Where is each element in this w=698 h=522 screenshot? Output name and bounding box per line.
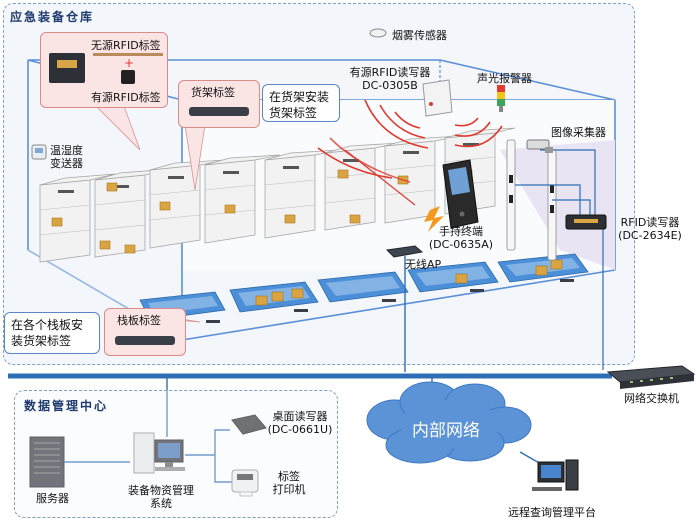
temp-humidity-line1: 温湿度 — [50, 144, 83, 157]
pallet-install-line1: 在各个栈板安 — [11, 318, 84, 332]
data-center-title: 数据管理中心 — [24, 399, 109, 413]
rfid-waves — [317, 99, 503, 183]
rfid-reader-name: RFID读写器 — [620, 216, 680, 229]
active-rfid-reader-device — [422, 79, 453, 117]
signal-bolt — [424, 206, 444, 232]
pc-device — [133, 432, 185, 474]
pallet-install-note: 在各个栈板安 装货架标签 — [4, 312, 100, 354]
active-rfid-reader-model: DC-0305B — [362, 79, 418, 92]
smoke-sensor-device — [369, 28, 387, 38]
active-rfid-tag-label: 有源RFID标签 — [91, 91, 161, 104]
remote-pc-device — [532, 459, 579, 491]
management-system-label: 装备物资管理 系统 — [116, 484, 206, 510]
shelf-row — [39, 127, 516, 263]
shelf-install-line2: 货架标签 — [269, 106, 318, 120]
data-center-panel — [14, 390, 338, 518]
reader-photo-screen — [57, 60, 77, 68]
wireless-ap-label: 无线AP — [405, 258, 442, 271]
rfid-reader-label: RFID读写器 (DC-2634E) — [610, 216, 690, 242]
management-system-line1: 装备物资管理 — [128, 484, 194, 497]
internal-network-label: 内部网络 — [412, 421, 480, 441]
internal-network-cloud — [366, 381, 532, 464]
handheld-device — [442, 159, 479, 229]
desktop-reader-name: 桌面读写器 — [272, 410, 328, 423]
shelf-install-line1: 在货架安装 — [269, 90, 330, 104]
active-rfid-reader-label: 有源RFID读写器 DC-0305B — [340, 66, 440, 92]
handheld-name: 手持终端 — [439, 225, 483, 238]
label-printer-line2: 打印机 — [272, 483, 306, 496]
rfid-reader-model: (DC-2634E) — [618, 229, 682, 242]
alarm-device — [497, 85, 505, 112]
temp-humidity-label: 温湿度 变送器 — [50, 144, 83, 170]
desktop-reader-device — [231, 414, 267, 435]
shelf-install-note: 在货架安装 货架标签 — [262, 84, 340, 122]
pallet-tag-label: 栈板标签 — [117, 314, 161, 327]
plus-mark: + — [124, 56, 135, 70]
gate-floor — [500, 140, 615, 270]
reader-photo — [49, 53, 85, 83]
desktop-reader-label: 桌面读写器 (DC-0661U) — [262, 410, 338, 436]
pallet-tag-image — [115, 336, 175, 345]
rfid-tag-callout: 无源RFID标签 + 有源RFID标签 — [40, 32, 168, 108]
image-collector-label: 图像采集器 — [551, 126, 606, 139]
label-printer-device — [231, 469, 259, 497]
shelf-tag-callout: 货架标签 — [178, 80, 260, 128]
active-rfid-reader-name: 有源RFID读写器 — [349, 66, 431, 79]
network-switch-device — [606, 365, 696, 389]
temp-humidity-line2: 变送器 — [50, 157, 83, 170]
passive-tag-strip — [93, 53, 163, 56]
shelf-tag-label: 货架标签 — [191, 86, 235, 99]
server-device — [29, 436, 65, 488]
pallet-boxes — [255, 259, 563, 306]
shelf-tag-image — [189, 107, 249, 116]
remote-platform-label: 远程查询管理平台 — [508, 506, 596, 519]
passive-rfid-tag-label: 无源RFID标签 — [91, 39, 161, 52]
desktop-reader-model: (DC-0661U) — [267, 423, 333, 436]
server-label: 服务器 — [36, 492, 69, 505]
wireless-ap-device — [385, 245, 424, 258]
pallet-tag-callout: 栈板标签 — [104, 308, 186, 356]
handheld-model: (DC-0635A) — [428, 238, 494, 251]
pallet-install-line2: 装货架标签 — [11, 334, 72, 348]
smoke-sensor-label: 烟雾传感器 — [392, 29, 447, 42]
network-switch-label: 网络交换机 — [624, 392, 679, 405]
label-printer-line1: 标签 — [278, 470, 300, 483]
handheld-label: 手持终端 (DC-0635A) — [421, 225, 501, 251]
alarm-label: 声光报警器 — [477, 72, 532, 85]
active-tag-chip — [121, 70, 135, 84]
warehouse-title: 应急装备仓库 — [10, 10, 95, 24]
label-printer-label: 标签 打印机 — [264, 470, 314, 496]
camera-device — [526, 139, 553, 153]
management-system-line2: 系统 — [150, 497, 172, 510]
